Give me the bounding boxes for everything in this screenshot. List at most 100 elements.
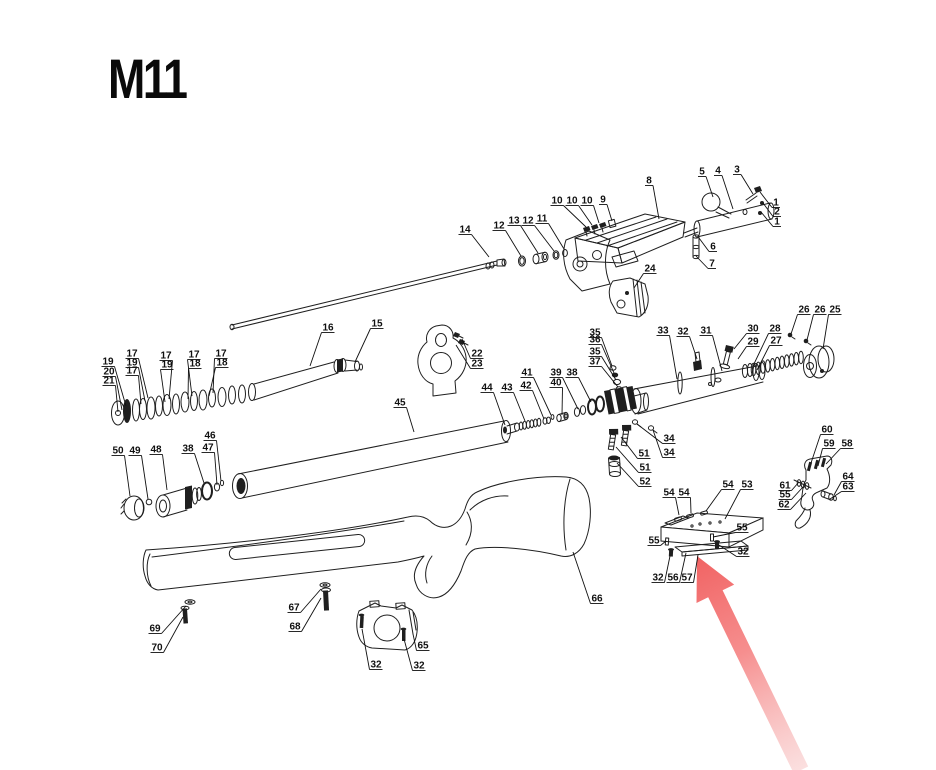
part-label-4: 4 bbox=[714, 166, 734, 210]
svg-text:45: 45 bbox=[394, 398, 406, 409]
trigger-mechanism bbox=[793, 455, 837, 529]
part-label-10: 10 bbox=[550, 196, 587, 228]
svg-text:39: 39 bbox=[550, 368, 562, 379]
part-label-45: 45 bbox=[393, 398, 415, 433]
part-label-35: 35 bbox=[588, 347, 617, 381]
svg-text:6: 6 bbox=[710, 242, 716, 253]
svg-text:49: 49 bbox=[129, 446, 141, 457]
part-label-46: 46 bbox=[203, 431, 222, 482]
part-label-41: 41 bbox=[520, 368, 552, 416]
part-label-59: 59 bbox=[817, 439, 836, 467]
svg-text:35: 35 bbox=[589, 347, 601, 358]
part-label-10: 10 bbox=[565, 196, 593, 226]
svg-text:11: 11 bbox=[537, 214, 548, 225]
svg-text:53: 53 bbox=[741, 480, 753, 491]
part-label-55: 55 bbox=[647, 536, 667, 547]
svg-text:55: 55 bbox=[736, 523, 748, 534]
svg-text:43: 43 bbox=[501, 383, 513, 394]
svg-text:10: 10 bbox=[551, 196, 563, 207]
svg-text:23: 23 bbox=[471, 359, 483, 370]
svg-text:5: 5 bbox=[699, 167, 705, 178]
svg-text:21: 21 bbox=[103, 376, 115, 387]
part-label-52: 52 bbox=[616, 462, 652, 488]
part-label-32: 32 bbox=[718, 544, 750, 558]
part-label-67: 67 bbox=[287, 588, 322, 614]
part-label-19: 19 bbox=[101, 357, 127, 407]
receiver-assembly bbox=[563, 186, 775, 292]
part-label-63: 63 bbox=[829, 482, 855, 500]
part-label-54: 54 bbox=[677, 488, 692, 514]
part-label-55: 55 bbox=[712, 523, 749, 538]
part-label-65: 65 bbox=[412, 633, 430, 652]
svg-text:17: 17 bbox=[188, 350, 200, 361]
svg-text:22: 22 bbox=[471, 349, 483, 360]
svg-text:58: 58 bbox=[841, 439, 853, 450]
part-label-23: 23 bbox=[455, 344, 484, 370]
part-label-18: 18 bbox=[208, 358, 229, 397]
svg-text:32: 32 bbox=[370, 660, 382, 671]
part-label-37: 37 bbox=[588, 357, 619, 388]
svg-text:63: 63 bbox=[842, 482, 854, 493]
part-label-54: 54 bbox=[662, 488, 680, 516]
part-label-36: 36 bbox=[588, 335, 615, 374]
svg-text:3: 3 bbox=[734, 165, 740, 176]
part-label-54: 54 bbox=[705, 480, 735, 512]
part-label-5: 5 bbox=[698, 167, 714, 198]
svg-text:7: 7 bbox=[709, 259, 715, 270]
part-label-62: 62 bbox=[777, 492, 807, 511]
front-cap-group bbox=[120, 479, 225, 521]
svg-text:44: 44 bbox=[481, 383, 493, 394]
svg-text:8: 8 bbox=[646, 176, 652, 187]
svg-text:26: 26 bbox=[814, 305, 826, 316]
svg-text:54: 54 bbox=[678, 488, 690, 499]
part-label-51: 51 bbox=[620, 436, 651, 460]
part-label-22: 22 bbox=[461, 338, 484, 360]
part-label-10: 10 bbox=[580, 196, 600, 224]
part-label-34: 34 bbox=[652, 429, 676, 459]
svg-text:19: 19 bbox=[102, 357, 114, 368]
part-label-21: 21 bbox=[102, 376, 119, 413]
barrel-assembly bbox=[111, 358, 363, 426]
receiver-tube bbox=[630, 345, 766, 415]
part-label-51: 51 bbox=[615, 446, 652, 474]
svg-text:38: 38 bbox=[182, 444, 194, 455]
part-label-8: 8 bbox=[645, 176, 660, 220]
svg-text:35: 35 bbox=[589, 328, 601, 339]
part-label-2: 2 bbox=[762, 202, 781, 218]
mainspring-endcap bbox=[741, 332, 835, 379]
part-label-27: 27 bbox=[756, 336, 783, 371]
part-label-53: 53 bbox=[724, 480, 754, 520]
svg-text:51: 51 bbox=[638, 449, 650, 460]
svg-text:41: 41 bbox=[521, 368, 533, 379]
svg-text:61: 61 bbox=[779, 481, 791, 492]
svg-text:69: 69 bbox=[149, 624, 161, 635]
svg-text:57: 57 bbox=[681, 573, 693, 584]
svg-text:17: 17 bbox=[126, 349, 138, 360]
part-label-11: 11 bbox=[535, 214, 565, 250]
part-label-17: 17 bbox=[125, 349, 149, 399]
svg-text:1: 1 bbox=[773, 198, 779, 209]
model-title: M11 bbox=[108, 47, 188, 110]
part-label-43: 43 bbox=[500, 383, 526, 422]
svg-text:19: 19 bbox=[126, 358, 138, 369]
svg-text:18: 18 bbox=[189, 359, 201, 370]
part-label-6: 6 bbox=[698, 237, 717, 253]
svg-text:66: 66 bbox=[591, 594, 603, 605]
part-label-35: 35 bbox=[588, 328, 613, 367]
svg-text:19: 19 bbox=[161, 360, 173, 371]
part-label-64: 64 bbox=[833, 472, 855, 496]
guide-rod bbox=[229, 258, 507, 331]
svg-text:68: 68 bbox=[289, 622, 301, 633]
svg-text:12: 12 bbox=[522, 216, 534, 227]
clamp-part bbox=[608, 277, 649, 318]
svg-text:32: 32 bbox=[737, 547, 749, 558]
part-label-3: 3 bbox=[733, 165, 754, 195]
svg-text:62: 62 bbox=[778, 500, 790, 511]
svg-text:60: 60 bbox=[821, 425, 833, 436]
svg-text:9: 9 bbox=[600, 195, 606, 206]
svg-text:15: 15 bbox=[371, 319, 383, 330]
part-label-47: 47 bbox=[201, 443, 218, 486]
svg-text:36: 36 bbox=[589, 335, 601, 346]
